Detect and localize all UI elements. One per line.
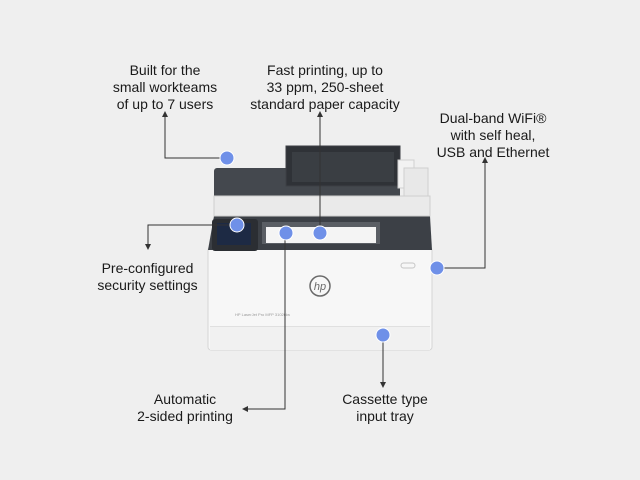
callout-cassette: Cassette type input tray: [342, 391, 428, 424]
callout-workteams: Built for the small workteams of up to 7…: [112, 62, 218, 112]
arrowheads: [145, 111, 488, 412]
printer-image: hp HP LaserJet Pro MFP 3102fdw: [207, 145, 433, 351]
hp-logo: hp: [314, 281, 326, 293]
leader-lines: [147, 114, 486, 410]
model-label: HP LaserJet Pro MFP 3102fdw: [235, 312, 290, 317]
callout-security: Pre-configured security settings: [97, 260, 198, 293]
marker-workteams: [219, 150, 235, 166]
marker-fast-printing: [312, 225, 328, 241]
callout-fast-printing: Fast printing, up to 33 ppm, 250-sheet s…: [250, 62, 400, 112]
callout-connectivity: Dual-band WiFi® with self heal, USB and …: [436, 110, 550, 160]
marker-security: [229, 217, 245, 233]
marker-cassette: [375, 327, 391, 343]
marker-duplex: [278, 225, 294, 241]
hotspot-markers: [219, 150, 445, 343]
marker-connectivity: [429, 260, 445, 276]
callout-duplex: Automatic 2-sided printing: [137, 391, 233, 424]
